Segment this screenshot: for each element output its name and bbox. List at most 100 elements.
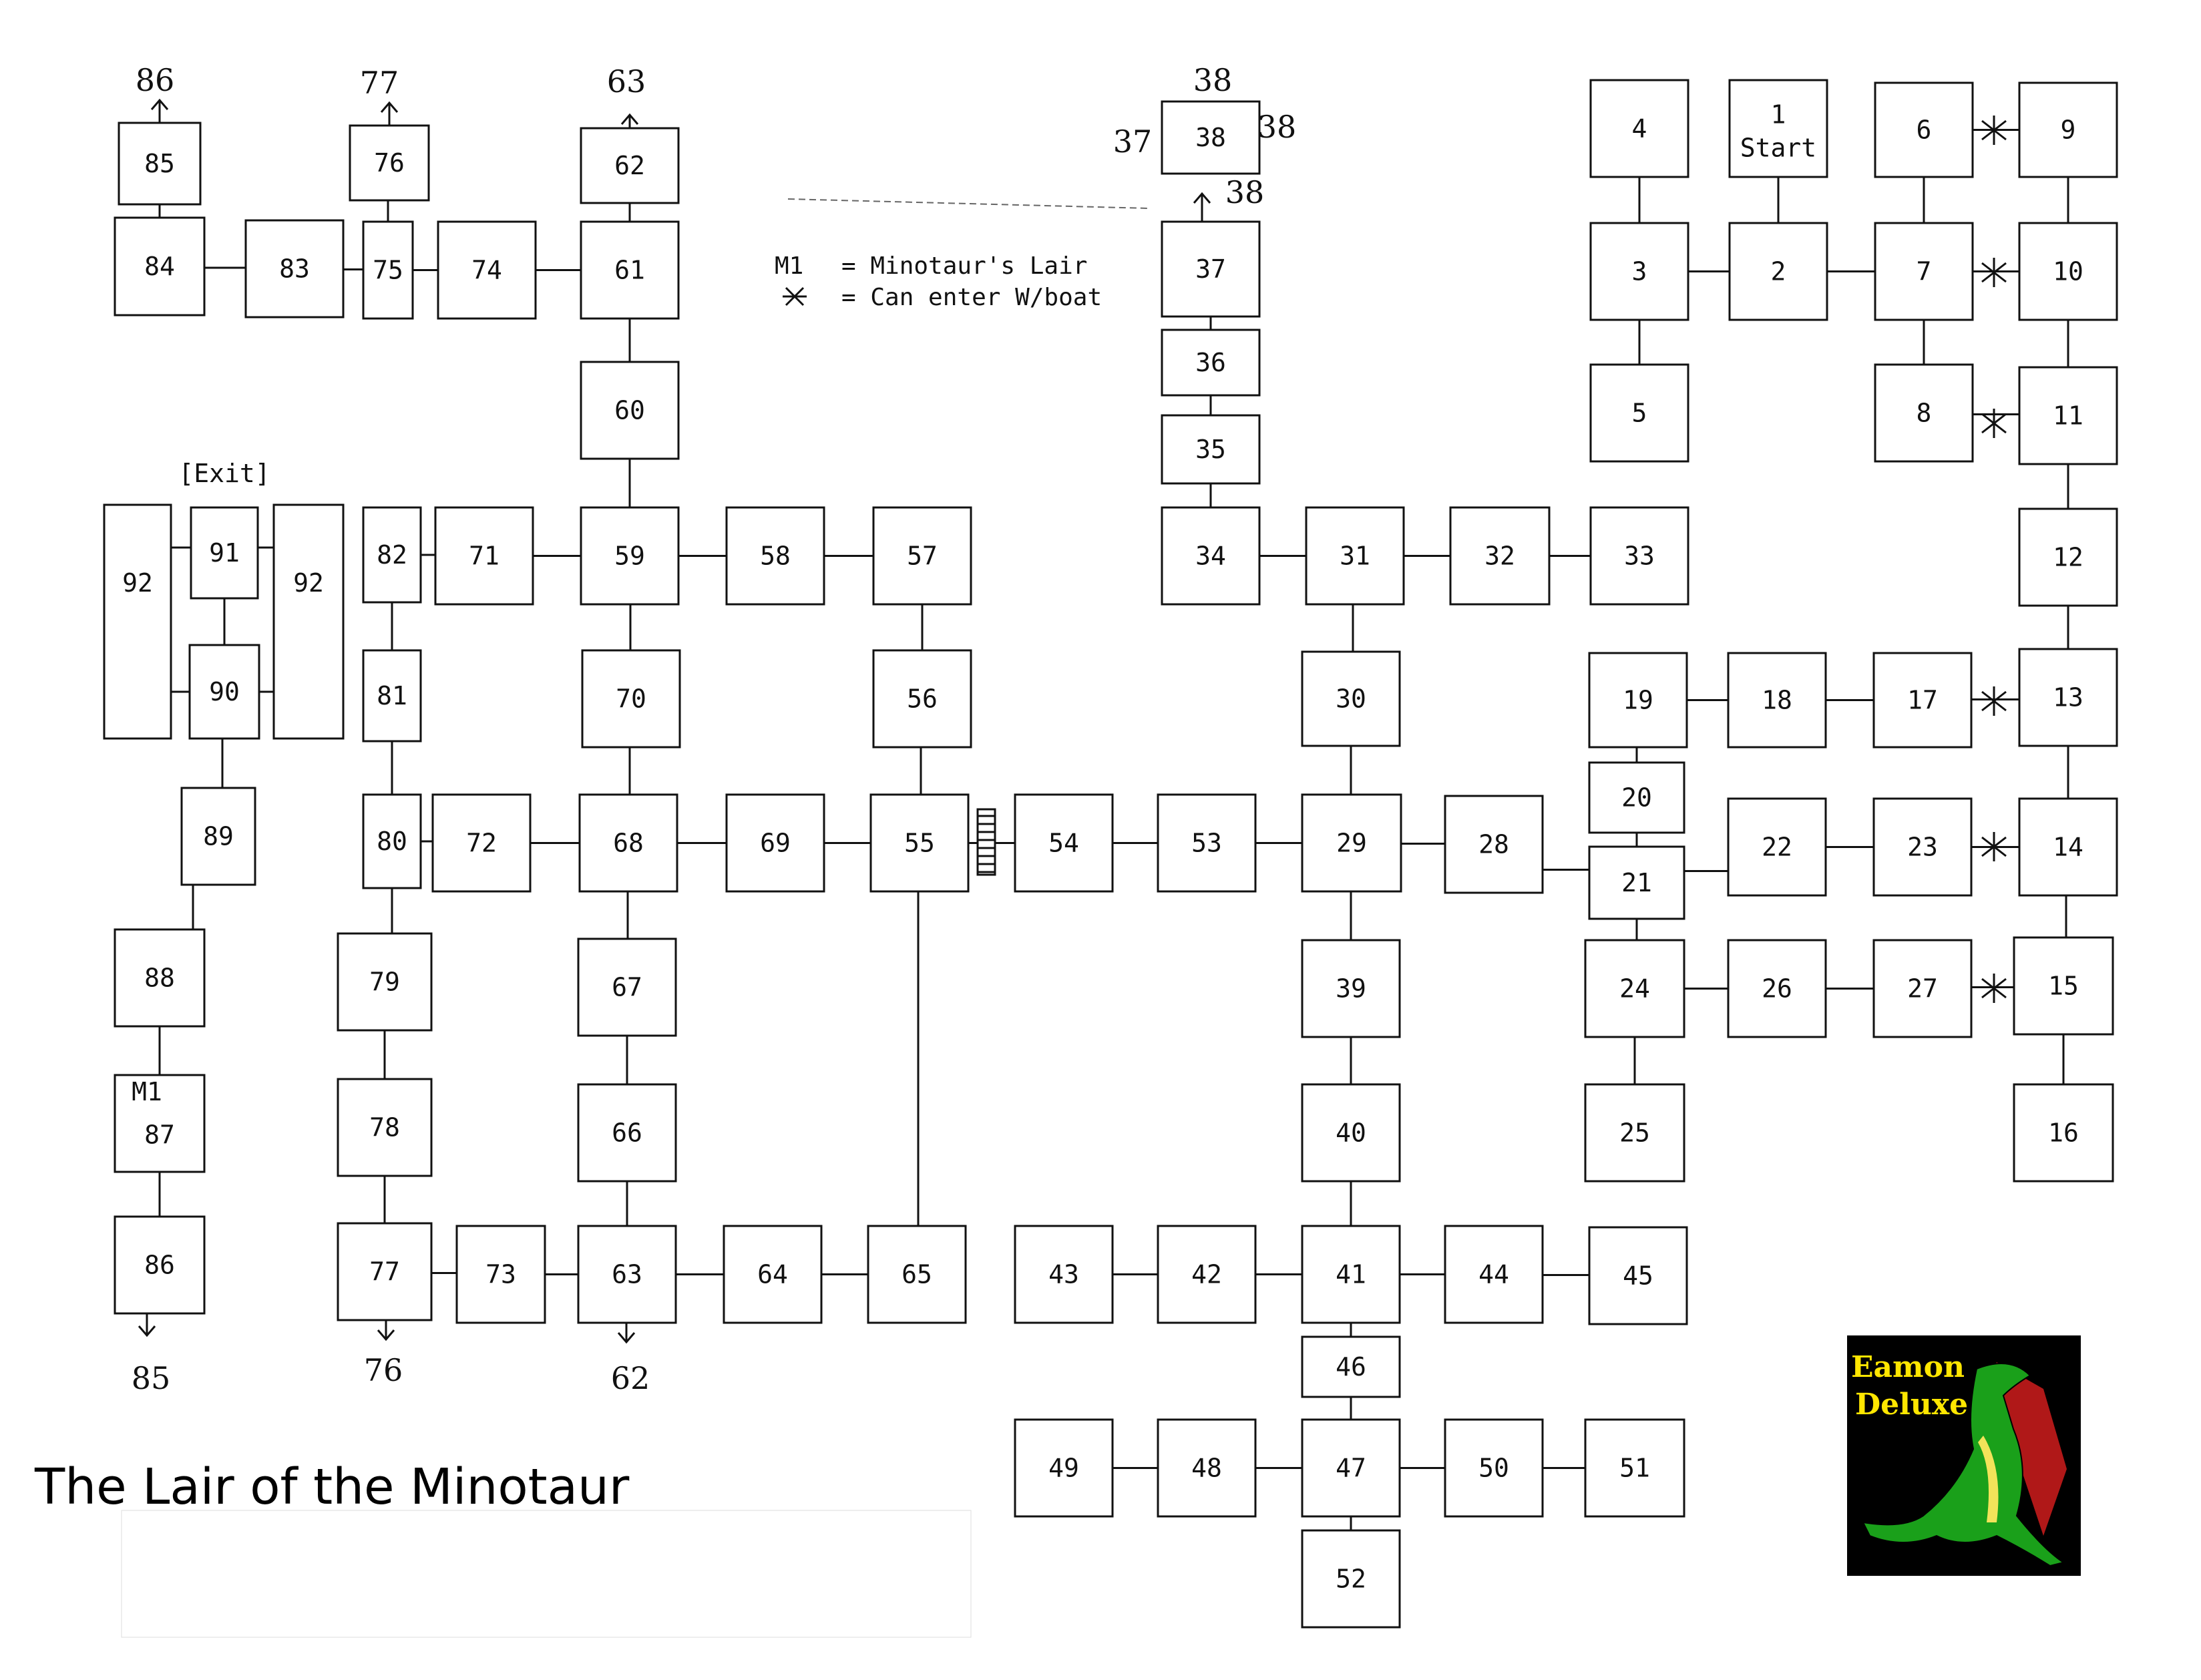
- room-77: 77: [337, 1222, 433, 1321]
- room-box: [1444, 1418, 1544, 1518]
- boat-crossing-23-14-icon: [1981, 832, 2007, 861]
- room-label: 12: [2053, 543, 2083, 572]
- room-box: [1589, 222, 1689, 321]
- room-box: [103, 503, 172, 740]
- room-label: 2: [1771, 257, 1786, 286]
- room-91: 91: [190, 506, 259, 600]
- room-box: [1872, 652, 1973, 749]
- room-16: 16: [2013, 1083, 2114, 1183]
- room-label: 25: [1619, 1118, 1650, 1148]
- room-label: 77: [369, 1257, 400, 1287]
- room-label: 42: [1191, 1260, 1222, 1289]
- room-box: [1301, 1335, 1401, 1398]
- room-box: [118, 122, 202, 206]
- room-label: 92: [293, 568, 324, 598]
- room-15: 15: [2013, 936, 2114, 1036]
- room-box: [1161, 329, 1261, 397]
- room-1: 1: [1728, 79, 1828, 178]
- room-label: 51: [1619, 1454, 1650, 1483]
- room-85: 85: [118, 122, 202, 206]
- room-label: 56: [907, 684, 938, 714]
- room-box: [1301, 1225, 1401, 1324]
- room-11: 11: [2018, 366, 2118, 465]
- room-65: 65: [867, 1225, 967, 1324]
- room-33: 33: [1589, 506, 1689, 606]
- room-label: 31: [1340, 542, 1370, 571]
- room-28: 28: [1444, 795, 1544, 894]
- room-box: [1014, 793, 1114, 893]
- legend-m1: M1: [775, 252, 803, 280]
- room-box: [1589, 363, 1689, 463]
- room-48: 48: [1157, 1418, 1257, 1518]
- room-box: [1157, 1418, 1257, 1518]
- room-label: 57: [907, 542, 938, 571]
- room-label: 50: [1478, 1454, 1509, 1483]
- room-76: 76: [349, 124, 430, 202]
- room-14: 14: [2018, 797, 2118, 897]
- room-23: 23: [1872, 797, 1973, 897]
- exit-arrow-76-up-head: [380, 101, 399, 113]
- room-label: 45: [1623, 1261, 1653, 1291]
- start-label: Start: [1740, 134, 1816, 163]
- room-box: [1874, 363, 1974, 463]
- room-87: 87: [114, 1074, 206, 1173]
- room-8: 8: [1874, 363, 1974, 463]
- room-box: [1589, 506, 1689, 606]
- room-54: 54: [1014, 793, 1114, 893]
- room-label: 59: [614, 542, 645, 571]
- room-58: 58: [725, 506, 825, 606]
- room-59: 59: [580, 506, 680, 606]
- room-label: 36: [1195, 348, 1226, 377]
- room-78: 78: [337, 1078, 433, 1177]
- room-box: [1588, 845, 1685, 920]
- room-box: [1584, 939, 1685, 1038]
- room-box: [1728, 79, 1828, 178]
- exit-label-38-bottom: 38: [1225, 174, 1265, 210]
- room-label: 28: [1478, 830, 1509, 859]
- room-label: 21: [1621, 868, 1652, 897]
- room-12: 12: [2018, 507, 2118, 607]
- room-43: 43: [1014, 1225, 1114, 1324]
- room-label: 10: [2053, 257, 2083, 286]
- room-45: 45: [1588, 1226, 1688, 1325]
- room-box: [362, 506, 422, 604]
- room-30: 30: [1301, 650, 1401, 747]
- room-25: 25: [1584, 1083, 1685, 1183]
- room-label: 11: [2053, 401, 2083, 431]
- room-5: 5: [1589, 363, 1689, 463]
- room-40: 40: [1301, 1083, 1401, 1183]
- room-80: 80: [362, 793, 422, 889]
- room-47: 47: [1301, 1418, 1401, 1518]
- room-68: 68: [578, 793, 678, 893]
- room-box: [1727, 797, 1827, 897]
- room-69: 69: [725, 793, 825, 893]
- room-38: 38: [1161, 100, 1261, 175]
- room-label: 88: [144, 964, 175, 993]
- page-title: The Lair of the Minotaur: [34, 1458, 630, 1516]
- room-84: 84: [114, 216, 206, 317]
- room-92: 92: [103, 503, 172, 740]
- room-19: 19: [1588, 652, 1688, 749]
- room-60: 60: [580, 361, 680, 460]
- room-label: 4: [1632, 114, 1647, 144]
- room-box: [1588, 761, 1685, 834]
- room-21: 21: [1588, 845, 1685, 920]
- room-2: 2: [1728, 222, 1828, 321]
- room-label: 60: [614, 396, 645, 425]
- room-box: [362, 793, 422, 889]
- room-box: [1305, 506, 1405, 606]
- room-box: [1728, 222, 1828, 321]
- room-61: 61: [580, 220, 680, 320]
- room-label: 53: [1191, 829, 1222, 858]
- room-label: 62: [614, 151, 645, 180]
- room-box: [725, 793, 825, 893]
- room-label: 87: [144, 1120, 175, 1150]
- room-42: 42: [1157, 1225, 1257, 1324]
- room-63: 63: [577, 1225, 677, 1324]
- room-box: [2013, 1083, 2114, 1183]
- room-92: 92: [272, 503, 345, 740]
- exit-label-62: 62: [611, 1360, 650, 1396]
- room-62: 62: [580, 127, 680, 204]
- room-label: 92: [122, 568, 153, 598]
